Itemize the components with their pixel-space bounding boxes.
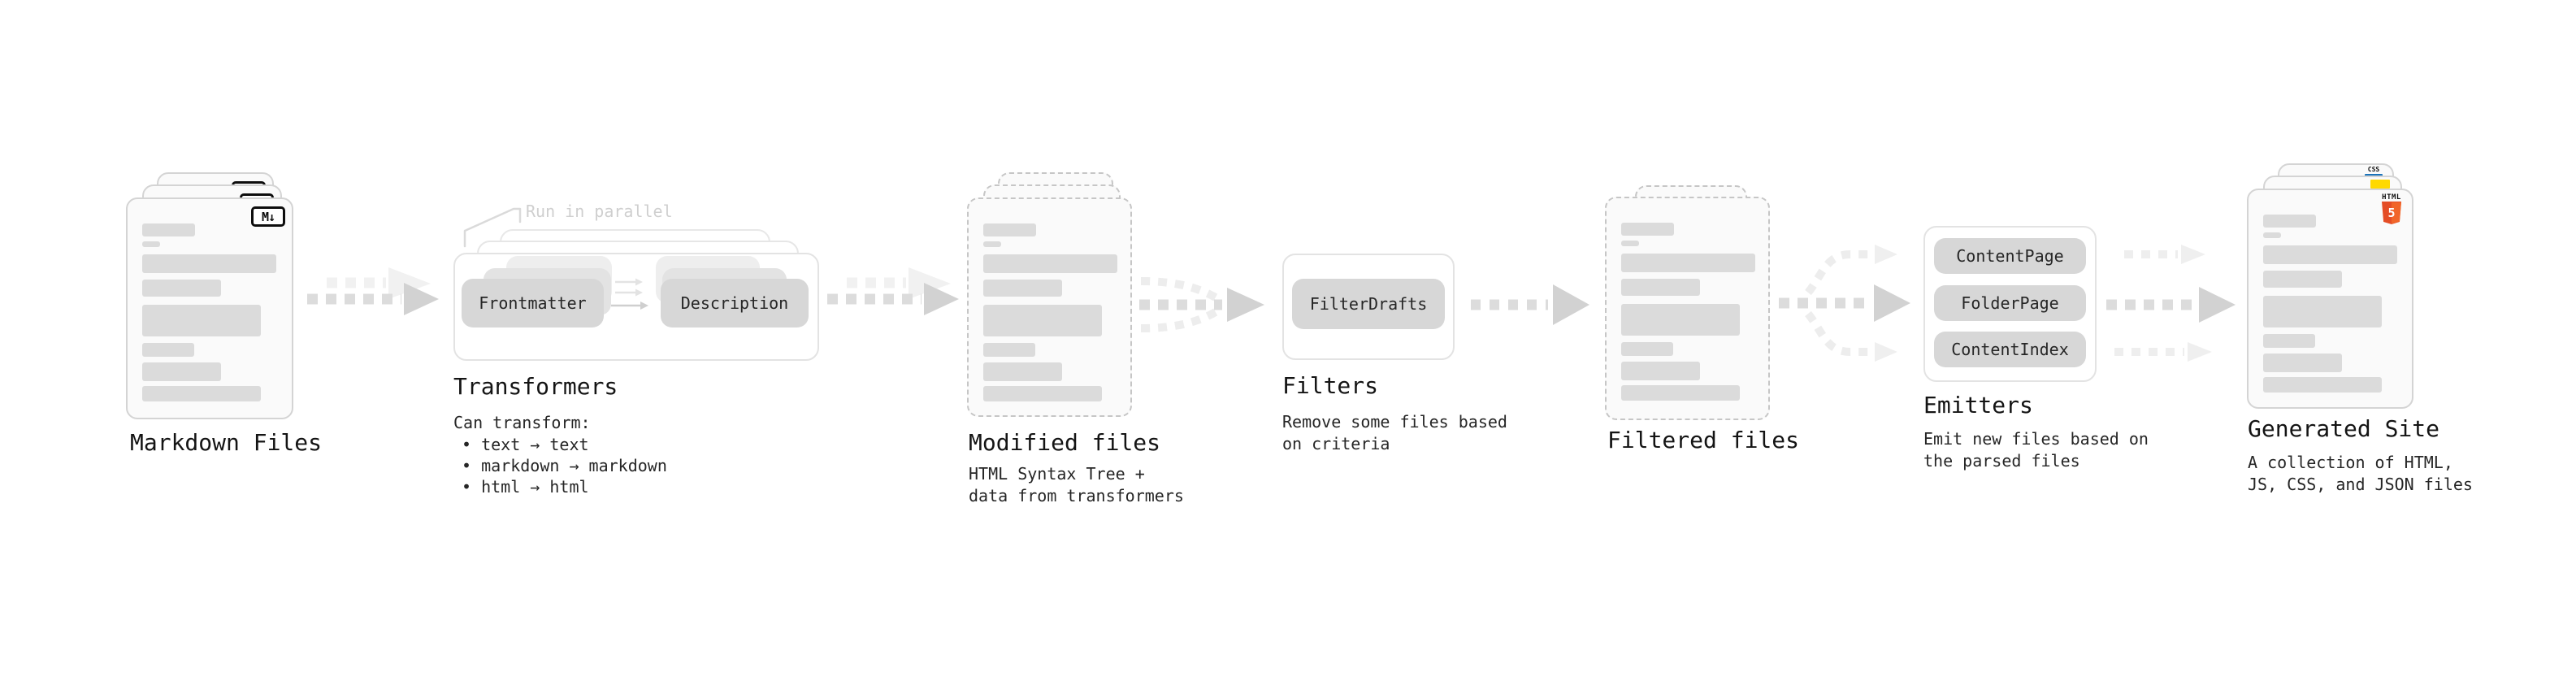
skeleton-line	[1621, 385, 1740, 401]
run-in-parallel-annotation: Run in parallel	[526, 202, 673, 221]
description-pill: Description	[661, 279, 809, 327]
skeleton-line	[142, 343, 194, 357]
sublabel-line: Emit new files based on	[1923, 429, 2149, 449]
skeleton-line	[2263, 354, 2342, 372]
arrows-emitters-to-generated	[2106, 245, 2236, 362]
generated-page-front-html: HTML 5	[2247, 189, 2413, 409]
transformers-label: Transformers	[453, 373, 618, 400]
skeleton-line	[2263, 334, 2315, 348]
sublabel-line: Remove some files based	[1282, 412, 1507, 432]
skeleton-line	[983, 305, 1102, 336]
html5-icon-word: HTML	[2382, 193, 2401, 202]
sublabel-line: data from transformers	[969, 486, 1184, 505]
skeleton-line	[983, 362, 1062, 381]
skeleton-line	[2263, 377, 2382, 393]
skeleton-line	[983, 241, 1001, 247]
skeleton-line	[2263, 296, 2382, 327]
filtered-files-label: Filtered files	[1607, 427, 1800, 453]
sublabel-line: A collection of HTML,	[2248, 453, 2453, 472]
html5-icon: HTML 5	[2381, 193, 2402, 224]
bullet-item: • html → html	[462, 477, 589, 497]
emitters-sublabel: Emit new files based on the parsed files	[1923, 428, 2149, 472]
sublabel-line: JS, CSS, and JSON files	[2248, 475, 2473, 494]
skeleton-line	[2263, 245, 2397, 264]
filters-label: Filters	[1282, 372, 1379, 399]
markdown-icon: M↓	[251, 206, 285, 227]
transformers-description-title: Can transform:	[453, 413, 591, 432]
skeleton-line	[983, 254, 1117, 273]
skeleton-line	[1621, 362, 1700, 380]
js-badge	[2370, 180, 2390, 189]
markdown-page-front: M↓	[126, 197, 293, 419]
sublabel-line: HTML Syntax Tree +	[969, 464, 1145, 484]
filtered-page-front	[1605, 197, 1770, 420]
arrow-modified-to-filters-converge	[1139, 277, 1264, 332]
skeleton-line	[1621, 342, 1673, 356]
sublabel-line: the parsed files	[1923, 451, 2080, 471]
skeleton-line	[2263, 232, 2281, 238]
bullet-item: • markdown → markdown	[462, 456, 667, 475]
folderpage-pill: FolderPage	[1934, 285, 2086, 321]
bullet-item: • text → text	[462, 435, 589, 454]
skeleton-line	[983, 343, 1035, 357]
skeleton-line	[1621, 223, 1674, 236]
arrow-filtered-to-emitters-diverge	[1779, 245, 1910, 362]
arrow-transformers-to-modified	[827, 267, 959, 315]
transformers-bullet-list: • text → text • markdown → markdown • ht…	[462, 434, 667, 497]
transformer-inner-arrows	[611, 278, 648, 310]
html5-shield: 5	[2382, 202, 2401, 224]
arrow-filters-to-filtered	[1471, 284, 1589, 325]
skeleton-line	[983, 280, 1062, 297]
sublabel-line: on criteria	[1282, 434, 1390, 453]
modified-files-sublabel: HTML Syntax Tree + data from transformer…	[969, 463, 1184, 507]
filters-sublabel: Remove some files based on criteria	[1282, 411, 1507, 455]
skeleton-line	[2263, 215, 2316, 228]
contentpage-pill: ContentPage	[1934, 238, 2086, 274]
skeleton-line	[1621, 254, 1755, 272]
skeleton-line	[1621, 279, 1700, 296]
skeleton-line	[142, 241, 160, 247]
modified-page-front	[967, 197, 1132, 417]
skeleton-line	[142, 254, 276, 273]
frontmatter-pill: Frontmatter	[462, 279, 604, 327]
skeleton-line	[142, 223, 195, 236]
skeleton-line	[2263, 271, 2342, 288]
contentindex-pill: ContentIndex	[1934, 332, 2086, 367]
skeleton-line	[142, 280, 221, 297]
modified-files-label: Modified files	[969, 429, 1161, 456]
arrow-markdown-to-transformers	[307, 267, 439, 315]
skeleton-line	[1621, 241, 1639, 246]
run-in-parallel-leader-line	[463, 207, 522, 248]
markdown-files-label: Markdown Files	[130, 429, 323, 456]
skeleton-line	[983, 223, 1036, 236]
skeleton-line	[142, 305, 261, 336]
skeleton-line	[983, 386, 1102, 401]
generated-site-label: Generated Site	[2248, 415, 2440, 442]
skeleton-line	[1621, 304, 1740, 336]
filterdrafts-pill: FilterDrafts	[1292, 279, 1445, 329]
skeleton-line	[142, 386, 261, 401]
skeleton-line	[142, 362, 221, 381]
css-badge-label: CSS	[2367, 166, 2380, 173]
generated-site-sublabel: A collection of HTML, JS, CSS, and JSON …	[2248, 452, 2473, 496]
emitters-label: Emitters	[1923, 392, 2033, 419]
html5-number: 5	[2387, 206, 2395, 220]
